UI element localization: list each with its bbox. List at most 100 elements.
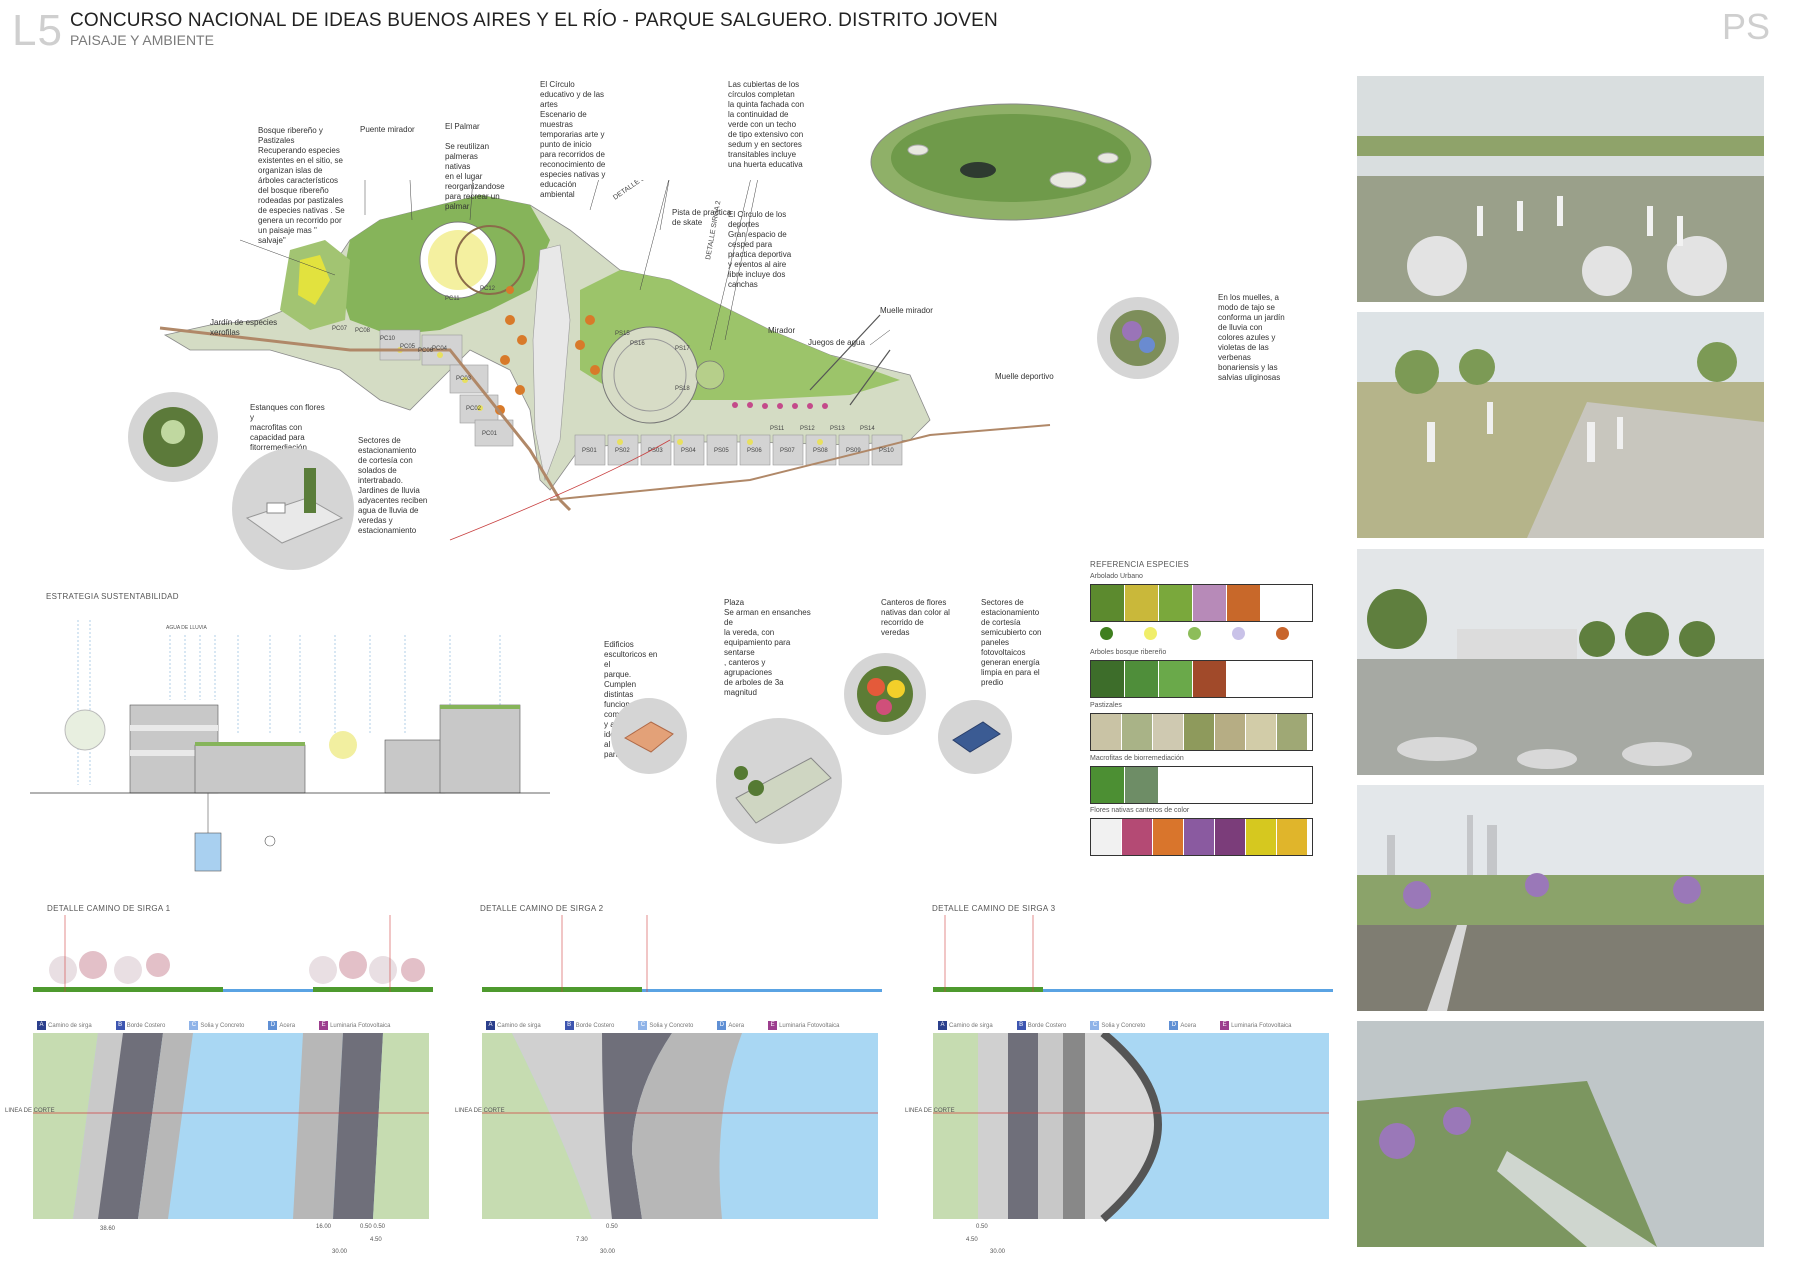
master-plan: PC07 PC08 PC10 PC11 PC12 PC05 PC06 PC04 … <box>159 180 1051 541</box>
section-elevation-1 <box>33 915 433 992</box>
section-legend-key: A <box>486 1020 495 1030</box>
species-swatch <box>1091 585 1124 621</box>
thumb-parking <box>232 448 354 570</box>
note-puente: Puente mirador <box>360 125 415 134</box>
render-sendero <box>1357 312 1764 538</box>
section-legend-label: Luminaria Fotovoltaica <box>1231 1023 1292 1029</box>
section-plan-3 <box>933 1033 1329 1223</box>
species-dot <box>1232 627 1245 640</box>
team-code: PS <box>1721 6 1770 47</box>
parking-pc06 <box>379 329 421 361</box>
note-deportes: El Círculo de los deportes Gran espacio … <box>728 210 792 289</box>
section-legend-key: C <box>189 1020 199 1030</box>
species-box-bosque <box>1090 660 1313 698</box>
plan-label: PS11 <box>770 426 785 432</box>
species-swatch <box>1122 714 1152 750</box>
parking-ps01 <box>574 434 606 466</box>
section-legend-label: Solia y Concreto <box>1101 1023 1146 1029</box>
section-elevation-2 <box>482 915 882 992</box>
sustentabilidad-title: ESTRATEGIA SUSTENTABILIDAD <box>46 592 179 601</box>
section-legend-label: Borde Costero <box>126 1023 166 1029</box>
plan-label: PS07 <box>780 448 795 454</box>
section-legend-label: Solia y Concreto <box>649 1023 694 1029</box>
plan-label: PS01 <box>582 448 597 454</box>
note-bosque: Bosque ribereño y Pastizales Recuperando… <box>258 126 345 245</box>
section-legend-key: D <box>717 1020 727 1030</box>
species-group-label: Arbolado Urbano <box>1090 573 1143 580</box>
plan-label: PS14 <box>860 426 875 432</box>
species-dot <box>1100 627 1113 640</box>
species-swatch <box>1125 585 1158 621</box>
dim-label: 16.00 <box>316 1224 332 1230</box>
plan-label: PS16 <box>630 341 645 347</box>
note-plaza: Plaza Se arman en ensanches de la vereda… <box>724 598 811 697</box>
plan-label: PS12 <box>800 426 815 432</box>
circle-educativo-inner <box>428 230 488 290</box>
section-legend-label: Borde Costero <box>575 1023 615 1029</box>
render-plaza-esculturas <box>1357 76 1764 302</box>
species-swatch <box>1246 714 1276 750</box>
species-swatch <box>1153 819 1183 855</box>
species-box-flores <box>1090 818 1313 856</box>
aerial-circle-render <box>870 103 1152 221</box>
plan-label: PS05 <box>714 448 729 454</box>
section-title-2: DETALLE CAMINO DE SIRGA 2 <box>480 904 604 913</box>
dim-label: 0.50 0.50 <box>360 1224 386 1230</box>
section-legend-key: B <box>115 1020 125 1030</box>
plan-label: PC08 <box>355 328 371 334</box>
page-title: CONCURSO NACIONAL DE IDEAS BUENOS AIRES … <box>70 10 998 31</box>
species-swatch <box>1125 661 1158 697</box>
dim-label: 38.60 <box>100 1226 116 1232</box>
section-legend-label: Solia y Concreto <box>200 1023 245 1029</box>
species-box-pastizales <box>1090 713 1313 751</box>
note-muelle-deportivo: Muelle deportivo <box>995 372 1054 381</box>
species-group-label: Flores nativas canteros de color <box>1090 807 1190 814</box>
plan-label: PS15 <box>615 331 630 337</box>
section-legend-key: E <box>319 1020 329 1030</box>
section-legend-key: B <box>564 1020 574 1030</box>
circle-deportes <box>601 326 699 424</box>
species-title: REFERENCIA ESPECIES <box>1090 560 1190 569</box>
plan-label: PC01 <box>482 431 498 437</box>
cut-line-label: LINEA DE CORTE <box>455 1108 505 1114</box>
render-aerea-costa <box>1357 1021 1764 1247</box>
species-dots <box>1090 627 1311 641</box>
note-canteros: Canteros de flores nativas dan color al … <box>881 598 950 637</box>
thumb-plaza <box>716 718 842 844</box>
road-2 <box>549 424 1051 501</box>
plan-label: PS04 <box>681 448 696 454</box>
section-legend-label: Luminaria Fotovoltaica <box>779 1023 840 1029</box>
species-swatch <box>1193 661 1226 697</box>
cut-line-label: LINEA DE CORTE <box>5 1108 55 1114</box>
section-legend-label: Acera <box>279 1023 296 1029</box>
inlet <box>532 244 571 482</box>
bridge-ring <box>455 225 525 295</box>
species-swatch <box>1091 819 1121 855</box>
circle-juegos <box>695 360 725 390</box>
section-legend-key: C <box>1090 1020 1100 1030</box>
species-swatch <box>1125 767 1158 803</box>
species-box-arbolado <box>1090 584 1313 622</box>
species-swatch <box>1153 714 1183 750</box>
species-swatch <box>1091 767 1124 803</box>
rain-label: AGUA DE LLUVIA <box>166 625 208 631</box>
species-group-label: Arboles bosque ribereño <box>1090 649 1167 656</box>
species-group-label: Macrofitas de biorremediación <box>1090 755 1184 762</box>
section-legend-key: D <box>1169 1020 1179 1030</box>
zone-yellow <box>298 255 330 305</box>
dim-label: 0.50 <box>976 1224 988 1230</box>
species-box-macrofitas <box>1090 766 1313 804</box>
species-swatch <box>1159 585 1192 621</box>
note-sectores-estacionamiento: Sectores de estacionamiento de cortesía … <box>358 436 428 535</box>
species-swatch <box>1184 714 1214 750</box>
plan-label: PS13 <box>830 426 845 432</box>
